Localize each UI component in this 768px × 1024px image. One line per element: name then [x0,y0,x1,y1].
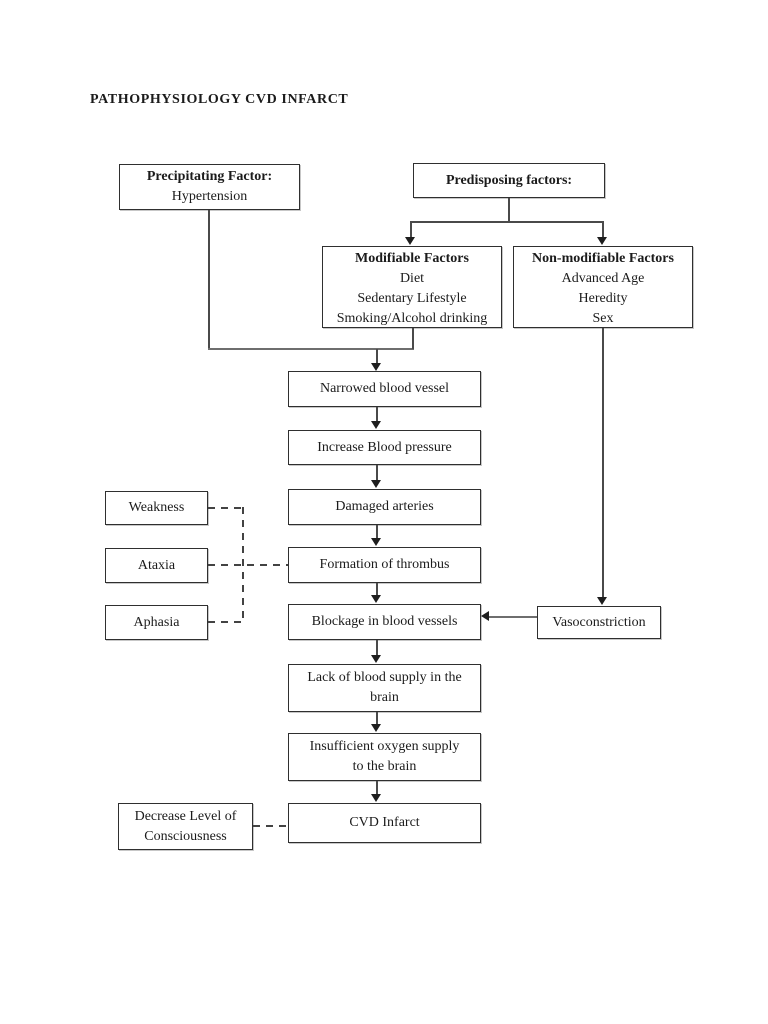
connector-vasoconstriction-blockage [489,616,537,618]
flowchart-box-precipitating-factor: Precipitating Factor: Hypertension [119,164,300,210]
box-line: Advanced Age [561,271,645,286]
connector-branch-right [602,221,604,238]
flowchart-box-weakness: Weakness [105,491,208,525]
flowchart-box-lack-of-blood-supply: Lack of blood supply in the brain [288,664,481,712]
box-heading: Predisposing factors: [445,172,573,188]
box-label: Formation of thrombus [319,557,450,572]
box-label: Insufficient oxygen supply to the brain [309,739,460,774]
box-line: Smoking/Alcohol drinking [336,311,488,326]
dashed-connector-vertical [242,507,244,623]
flowchart-box-decrease-level-of-consciousness: Decrease Level of Consciousness [118,803,253,850]
connector-branch-horizontal [410,221,604,223]
box-label: Aphasia [133,614,180,630]
arrowhead-into-narrowed [371,363,381,371]
flowchart-box-insufficient-oxygen-supply: Insufficient oxygen supply to the brain [288,733,481,781]
arrowhead-into-blockage-right [481,611,489,621]
box-line: Diet [399,271,425,286]
box-label: Narrowed blood vessel [319,381,450,396]
arrowhead-into-damaged [371,480,381,488]
arrowhead-into-modifiable [405,237,415,245]
box-label: Weakness [128,500,185,515]
box-label: CVD Infarct [349,815,420,830]
flowchart-box-ataxia: Ataxia [105,548,208,583]
arrowhead-into-nonmodifiable [597,237,607,245]
page-title: PATHOPHYSIOLOGY CVD INFARCT [90,92,349,107]
flowchart-box-increase-blood-pressure: Increase Blood pressure [288,430,481,465]
dashed-connector-weakness [208,507,244,509]
box-line: Hypertension [171,189,248,204]
box-heading: Precipitating Factor: [146,169,273,184]
flowchart-box-nonmodifiable-factors: Non-modifiable Factors Advanced Age Here… [513,246,693,328]
flowchart-box-cvd-infarct: CVD Infarct [288,803,481,843]
arrowhead-into-oxygen [371,724,381,732]
box-label: Blockage in blood vessels [311,614,458,629]
box-label: Vasoconstriction [552,614,646,630]
box-line: Sex [592,311,614,326]
flowchart-box-predisposing-factors: Predisposing factors: [413,163,605,198]
connector-narrowed-increase [376,407,378,422]
connector-junction-horizontal [208,348,414,350]
box-label: Damaged arteries [335,499,434,514]
box-label: Increase Blood pressure [317,439,452,455]
connector-oxygen-infarct [376,781,378,795]
box-label: Ataxia [137,557,176,573]
connector-to-narrowed [376,349,378,365]
connector-thrombus-blockage [376,583,378,596]
box-line: Heredity [578,291,628,306]
arrowhead-into-infarct [371,794,381,802]
dashed-connector-ataxia-thrombus [208,564,288,566]
connector-damaged-thrombus [376,525,378,539]
connector-predisposing-down [508,198,510,222]
connector-blockage-lack [376,640,378,656]
flowchart-box-aphasia: Aphasia [105,605,208,640]
box-heading: Modifiable Factors [355,251,469,266]
box-line: Sedentary Lifestyle [357,291,467,306]
flowchart-box-damaged-arteries: Damaged arteries [288,489,481,525]
flowchart-box-vasoconstriction: Vasoconstriction [537,606,661,639]
dashed-connector-aphasia [208,621,244,623]
connector-increase-damaged [376,465,378,481]
dashed-connector-dlc-infarct [253,825,288,827]
flowchart-box-formation-of-thrombus: Formation of thrombus [288,547,481,583]
arrowhead-into-lack [371,655,381,663]
connector-lack-oxygen [376,712,378,725]
flowchart-box-narrowed-blood-vessel: Narrowed blood vessel [288,371,481,407]
flowchart-box-blockage-in-blood-vessels: Blockage in blood vessels [288,604,481,640]
arrowhead-into-blockage [371,595,381,603]
box-heading: Non-modifiable Factors [532,251,674,266]
arrowhead-into-thrombus [371,538,381,546]
flowchart-box-modifiable-factors: Modifiable Factors Diet Sedentary Lifest… [322,246,502,328]
connector-hypertension-down [208,210,210,349]
arrowhead-into-vasoconstriction [597,597,607,605]
connector-branch-left [410,221,412,238]
connector-modifiable-stub [412,328,414,349]
box-label: Decrease Level of Consciousness [134,808,237,844]
connector-nonmodifiable-vasoconstriction [602,328,604,598]
box-label: Lack of blood supply in the brain [307,670,462,705]
arrowhead-into-increase [371,421,381,429]
